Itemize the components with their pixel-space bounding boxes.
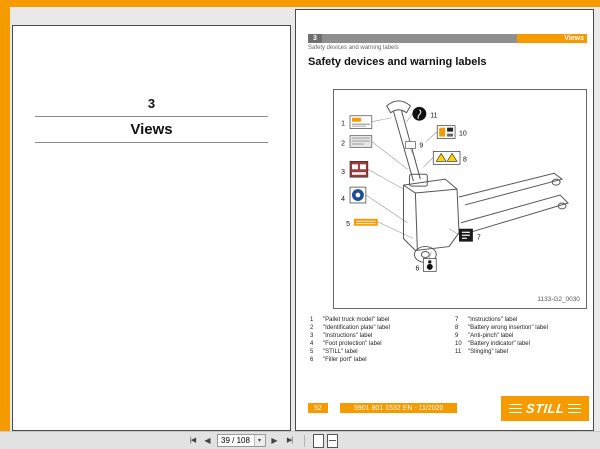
first-page-button[interactable]: |◀	[189, 436, 196, 444]
legend-num: 8	[455, 325, 459, 331]
instructions-label-chip	[349, 160, 369, 178]
foot-protection-label-chip	[349, 186, 367, 204]
slinging-label-chip	[412, 106, 427, 121]
callout-8: 8	[463, 156, 467, 163]
callout-2: 2	[341, 140, 345, 147]
last-page-button[interactable]: ▶|	[286, 436, 293, 444]
callout-numbers: 1 2 3 4 5 6 7 8 9 10 11	[341, 113, 481, 273]
legend-item: 5 "STILL" label	[310, 348, 455, 356]
label-chips	[349, 106, 473, 272]
legend-item: 2 "Identification plate" label	[310, 324, 455, 332]
legend-text: "Battery indicator" label	[468, 341, 530, 347]
page-number-combo: ▾	[216, 434, 266, 447]
single-page-view-icon[interactable]	[312, 433, 324, 448]
chapter-title: Views	[130, 121, 173, 138]
legend-text: "Foot protection" label	[323, 341, 382, 347]
legend-text: "STILL" label	[323, 349, 358, 355]
legend-text: "Filler port" label	[323, 357, 367, 363]
callout-1: 1	[341, 121, 345, 128]
legend-item: 1 "Pallet truck model" label	[310, 316, 455, 324]
figure-legend: 1 "Pallet truck model" label 2 "Identifi…	[310, 316, 587, 364]
page-dropdown-chevron-icon[interactable]: ▾	[253, 435, 265, 446]
callout-4: 4	[341, 196, 345, 203]
previous-page-button[interactable]: ◀	[204, 435, 211, 445]
legend-text: "Instructions" label	[468, 317, 518, 323]
legend-item: 3 "Instructions" label	[310, 332, 455, 340]
callout-3: 3	[341, 169, 345, 176]
legend-num: 7	[455, 317, 459, 323]
callout-11: 11	[430, 113, 437, 120]
continuous-view-icon[interactable]	[326, 433, 338, 448]
legend-num: 9	[455, 333, 459, 339]
legend-column-right: 7 "Instructions" label 8 "Battery wrong …	[455, 316, 587, 364]
chapter-number: 3	[147, 96, 156, 111]
legend-num: 10	[455, 341, 462, 347]
legend-column-left: 1 "Pallet truck model" label 2 "Identifi…	[310, 316, 455, 364]
identification-plate-chip	[349, 135, 373, 148]
legend-item: 9 "Anti-pinch" label	[455, 332, 587, 340]
legend-text: "Anti-pinch" label	[468, 333, 514, 339]
viewer-toolbar: |◀ ◀ ▾ ▶ ▶|	[0, 431, 600, 449]
logo-pinstripes-right	[568, 404, 582, 413]
running-header: 3 Views	[308, 34, 587, 43]
legend-num: 2	[310, 325, 314, 331]
header-bar	[322, 34, 517, 43]
legend-text: "Battery wrong insertion" label	[468, 325, 548, 331]
toolbar-divider	[303, 434, 305, 447]
legend-item: 7 "Instructions" label	[455, 316, 587, 324]
figure-pallet-truck-labels: 1 2 3 4 5 6 7 8 9 10 11 1133-G2_0030	[333, 89, 587, 309]
logo-pinstripes-left	[508, 404, 522, 413]
legend-num: 1	[310, 317, 314, 323]
legend-num: 3	[310, 333, 314, 339]
pallet-truck-model-label-chip	[349, 115, 373, 129]
figure-illustration: 1 2 3 4 5 6 7 8 9 10 11 1133-G2_0030	[341, 100, 580, 303]
callout-9: 9	[419, 142, 423, 149]
battery-indicator-label-chip	[436, 125, 456, 139]
callout-leader-lines	[365, 113, 460, 259]
callout-7: 7	[477, 235, 481, 242]
legend-text: "Identification plate" label	[323, 325, 390, 331]
divider-rule	[35, 142, 268, 143]
document-edge-top	[0, 0, 600, 7]
page-number: 52	[308, 403, 328, 413]
filler-port-label-chip	[422, 258, 437, 272]
page-number-input[interactable]	[217, 435, 254, 446]
header-chapter-number: 3	[308, 34, 322, 43]
battery-wrong-insertion-label-chip	[432, 151, 461, 165]
page-navigation: |◀ ◀ ▾ ▶ ▶|	[187, 433, 338, 448]
logo-wordmark: STILL	[524, 401, 566, 416]
still-logo: STILL	[501, 396, 589, 421]
page-left-chapter-divider: 3 Views	[12, 25, 291, 431]
legend-num: 4	[310, 341, 314, 347]
callout-10: 10	[459, 131, 467, 138]
instructions-black-label-chip	[459, 228, 473, 242]
legend-item: 6 "Filler port" label	[310, 356, 455, 364]
anti-pinch-label-chip	[405, 141, 416, 149]
document-edge-left	[0, 7, 10, 431]
legend-item: 10 "Battery indicator" label	[455, 340, 587, 348]
header-section-label: Safety devices and warning labels	[308, 45, 399, 51]
page-right-content: 3 Views Safety devices and warning label…	[295, 9, 594, 431]
divider-rule	[35, 116, 268, 117]
next-page-button[interactable]: ▶	[271, 435, 278, 445]
legend-num: 5	[310, 349, 314, 355]
page-heading: Safety devices and warning labels	[308, 56, 487, 68]
legend-text: "Slinging" label	[468, 349, 508, 355]
legend-num: 6	[310, 357, 314, 363]
legend-text: "Pallet truck model" label	[323, 317, 390, 323]
legend-item: 8 "Battery wrong insertion" label	[455, 324, 587, 332]
still-sticker-chip	[353, 218, 378, 226]
figure-id: 1133-G2_0030	[537, 296, 580, 303]
callout-5: 5	[346, 221, 350, 228]
legend-text: "Instructions" label	[323, 333, 373, 339]
callout-6: 6	[416, 265, 420, 272]
legend-num: 11	[455, 349, 462, 355]
header-chapter-tab: Views	[517, 34, 587, 43]
legend-item: 4 "Foot protection" label	[310, 340, 455, 348]
document-code: 5901 801 1532 EN - 11/2020	[340, 403, 458, 413]
legend-item: 11 "Slinging" label	[455, 348, 587, 356]
